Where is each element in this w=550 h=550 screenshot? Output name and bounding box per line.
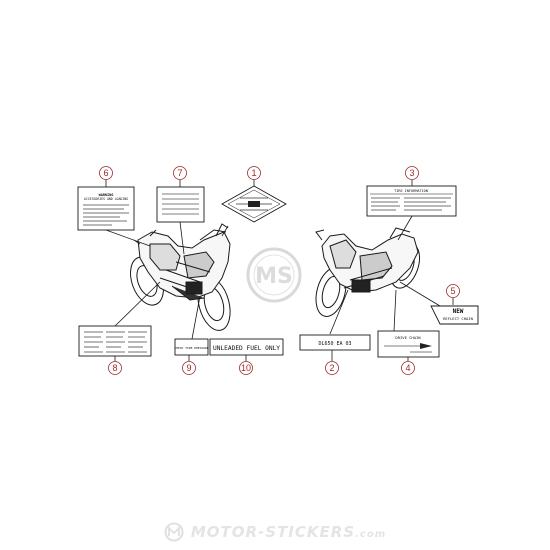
brand-logo-icon: [164, 522, 184, 542]
label-5-reflector: 5 NEW REFLECT CHAIN: [430, 284, 479, 325]
svg-text:5: 5: [450, 286, 455, 296]
svg-text:8: 8: [112, 363, 117, 373]
svg-text:NEW: NEW: [453, 308, 464, 315]
svg-text:DL650 EA 03: DL650 EA 03: [318, 341, 351, 347]
svg-text:CHECK TIRE PRESSURE: CHECK TIRE PRESSURE: [174, 346, 209, 350]
label-9-check-tire-pressure: CHECK TIRE PRESSURE 9: [174, 338, 209, 375]
svg-text:9: 9: [186, 363, 191, 373]
svg-text:1: 1: [251, 168, 256, 178]
svg-text:TIRE INFORMATION: TIRE INFORMATION: [394, 189, 428, 193]
label-1-diamond: 1: [221, 166, 287, 223]
brand-tld: .com: [355, 529, 387, 540]
label-10-unleaded-fuel: UNLEADED FUEL ONLY 10: [209, 338, 284, 375]
svg-text:REFLECT CHAIN: REFLECT CHAIN: [443, 316, 473, 321]
svg-text:MS: MS: [255, 264, 293, 289]
svg-text:WARNING: WARNING: [99, 193, 114, 197]
svg-text:DRIVE CHAIN: DRIVE CHAIN: [395, 335, 421, 340]
svg-text:10: 10: [241, 363, 251, 373]
watermark-logo: MS: [246, 247, 302, 303]
label-6-warning-accessories: 6 WARNING ACCESSORIES AND LOADING: [77, 166, 135, 231]
svg-text:UNLEADED FUEL ONLY: UNLEADED FUEL ONLY: [213, 345, 280, 352]
motorcycle-left: [130, 223, 231, 331]
label-3-tire-information: 3 TIRE INFORMATION: [366, 166, 457, 217]
svg-text:4: 4: [405, 363, 410, 373]
leader-lines: [105, 215, 441, 340]
motorcycle-right: [315, 227, 421, 317]
svg-text:ACCESSORIES AND LOADING: ACCESSORIES AND LOADING: [84, 197, 128, 201]
label-8-table: 8: [78, 325, 152, 375]
label-7: 7: [156, 166, 205, 223]
svg-text:6: 6: [103, 168, 108, 178]
label-4: DRIVE CHAIN 4: [377, 330, 440, 375]
label-2-model-code: DL650 EA 03 2: [299, 334, 371, 375]
svg-text:2: 2: [329, 363, 334, 373]
brand-name: MOTOR-STICKERS.com: [190, 523, 387, 541]
footer-brand: MOTOR-STICKERS.com: [0, 517, 550, 547]
svg-text:3: 3: [409, 168, 414, 178]
svg-text:7: 7: [177, 168, 182, 178]
